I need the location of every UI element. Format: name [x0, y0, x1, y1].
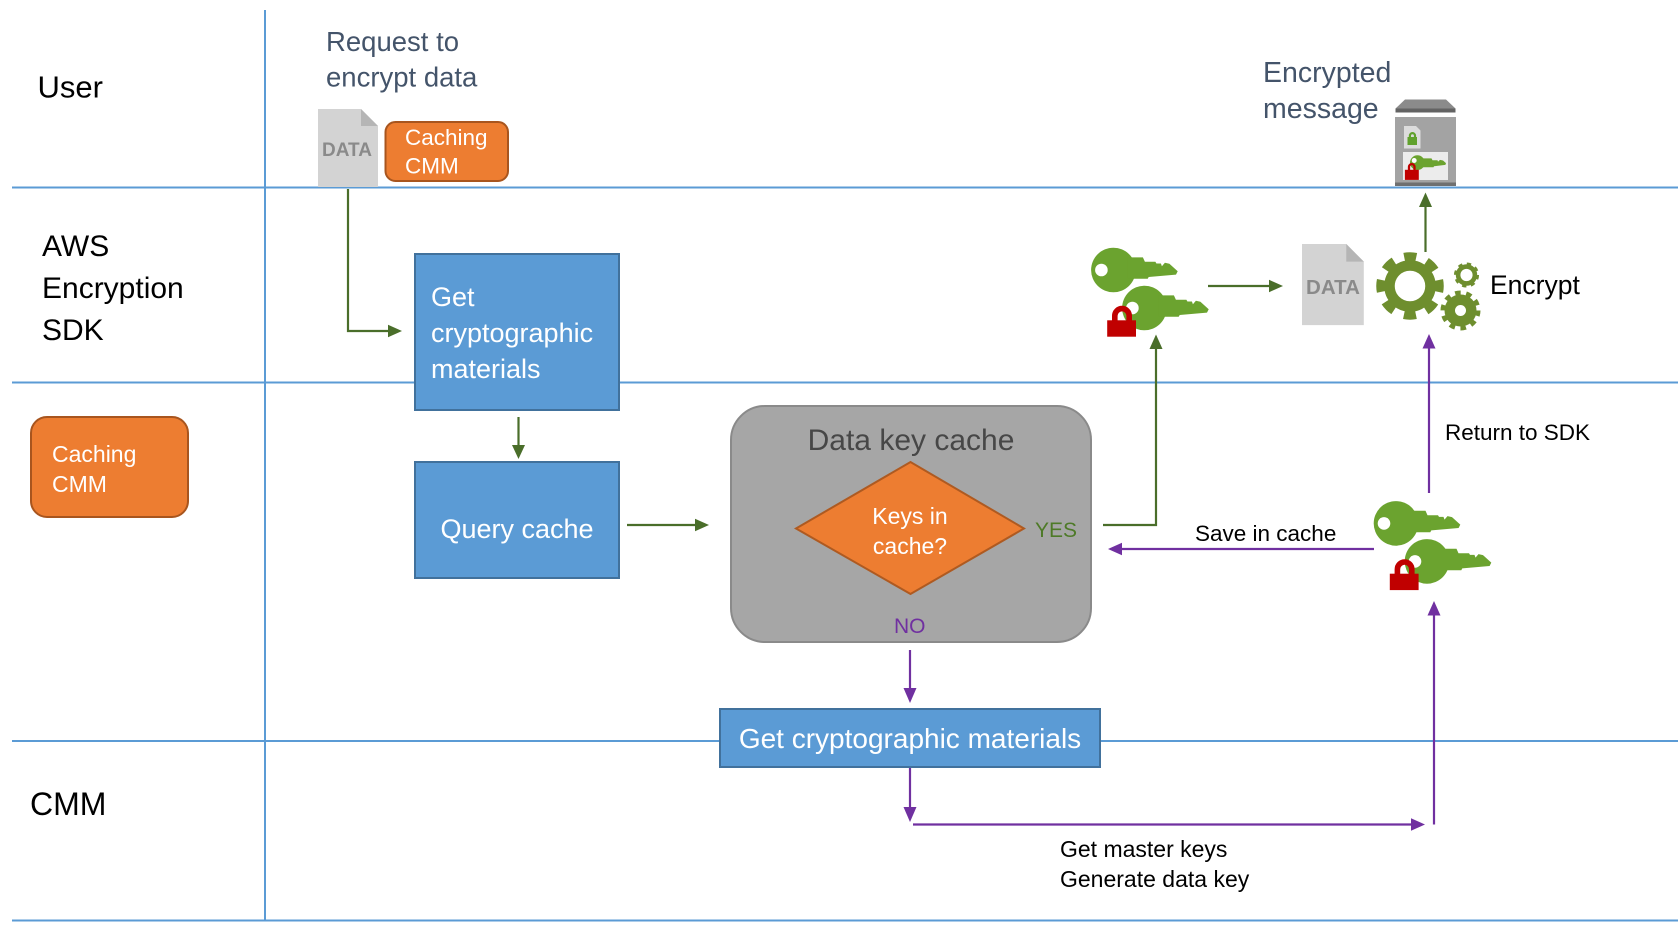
svg-text:Get: Get	[431, 282, 475, 312]
svg-text:DATA: DATA	[322, 140, 372, 161]
svg-text:cache?: cache?	[873, 533, 947, 559]
svg-text:User: User	[38, 70, 103, 105]
svg-text:Return to SDK: Return to SDK	[1445, 420, 1590, 445]
svg-text:Request to: Request to	[326, 26, 459, 57]
svg-text:Query cache: Query cache	[440, 514, 593, 544]
svg-text:Keys in: Keys in	[872, 503, 947, 529]
svg-text:SDK: SDK	[42, 314, 104, 347]
svg-text:Caching: Caching	[405, 125, 488, 150]
svg-text:CMM: CMM	[405, 154, 459, 179]
svg-text:Data key cache: Data key cache	[808, 424, 1015, 457]
svg-text:cryptographic: cryptographic	[431, 318, 593, 348]
svg-text:Save in cache: Save in cache	[1195, 521, 1336, 546]
svg-text:Encryption: Encryption	[42, 272, 184, 305]
svg-text:YES: YES	[1035, 519, 1077, 542]
svg-text:Generate data key: Generate data key	[1060, 866, 1250, 892]
svg-text:Encrypted: Encrypted	[1263, 57, 1391, 89]
svg-text:NO: NO	[894, 615, 926, 638]
svg-text:Get cryptographic materials: Get cryptographic materials	[739, 723, 1081, 754]
svg-text:CMM: CMM	[30, 786, 106, 822]
svg-text:Get master keys: Get master keys	[1060, 836, 1227, 862]
svg-text:materials: materials	[431, 354, 541, 384]
svg-text:Caching: Caching	[52, 441, 136, 467]
svg-text:encrypt data: encrypt data	[326, 62, 478, 93]
svg-text:message: message	[1263, 93, 1379, 125]
svg-text:AWS: AWS	[42, 230, 109, 263]
svg-text:DATA: DATA	[1306, 276, 1360, 299]
svg-text:CMM: CMM	[52, 471, 107, 497]
svg-text:Encrypt: Encrypt	[1490, 270, 1580, 300]
